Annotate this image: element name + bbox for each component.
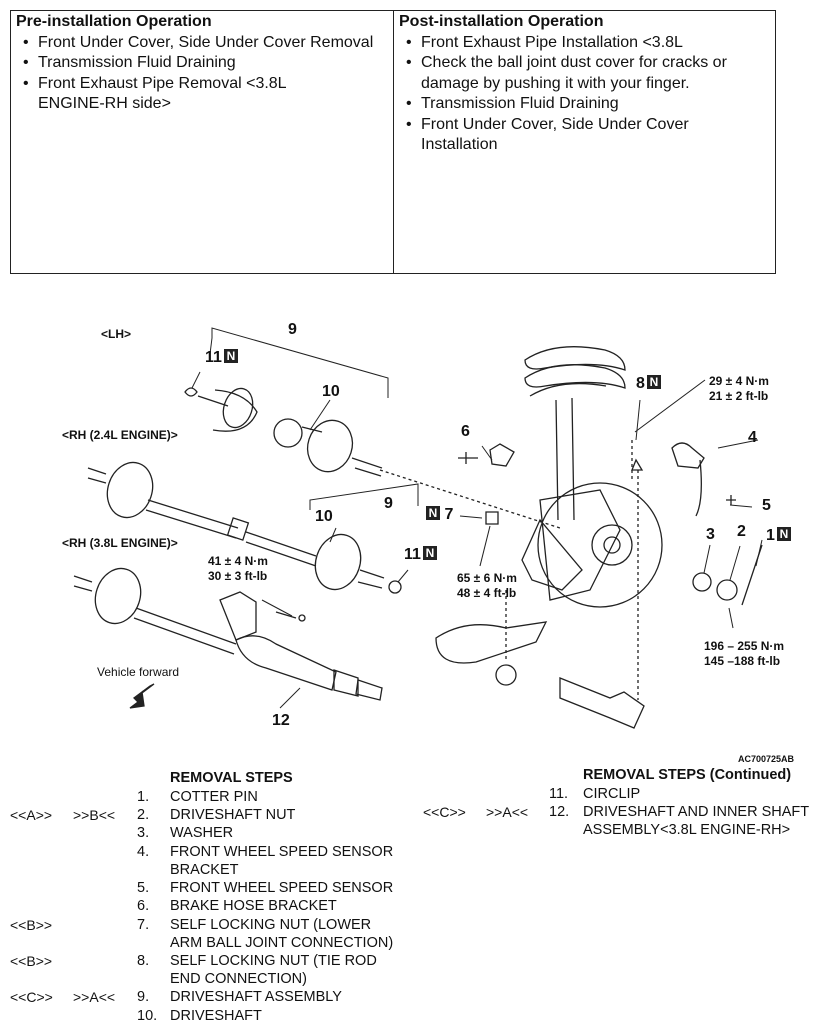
step-text: FRONT WHEEL SPEED SENSOR <box>170 880 394 896</box>
removal-steps-continued-title: REMOVAL STEPS (Continued) <box>583 767 792 783</box>
step-number: 11. <box>549 786 569 802</box>
rh24-label: <RH (2.4L ENGINE)> <box>62 428 178 442</box>
step-number: 1. <box>137 789 150 805</box>
step-text: SELF LOCKING NUT (LOWER <box>170 917 372 933</box>
callout-6: 6 <box>461 423 470 440</box>
step-text: FRONT WHEEL SPEED SENSOR <box>170 844 394 860</box>
callout-12: 12 <box>272 712 290 729</box>
step-ref: <<C>> <box>423 804 466 820</box>
n-icon: N <box>776 527 791 541</box>
step-number: 9. <box>137 989 150 1005</box>
post-installation-title: Post-installation Operation <box>399 13 604 30</box>
pre-installation-column: Pre-installation Operation Front Under C… <box>11 11 394 273</box>
step-text: END CONNECTION) <box>170 971 307 987</box>
pre-item-1: Front Under Cover, Side Under Cover Remo… <box>23 33 388 54</box>
callout-9-lh: 9 <box>288 321 297 338</box>
step-text: COTTER PIN <box>170 789 258 805</box>
exploded-diagram: <LH> <RH (2.4L ENGINE)> <RH (3.8L ENGINE… <box>0 300 829 770</box>
leader-lines <box>191 327 763 709</box>
lh-driveshaft-illustration <box>184 387 561 529</box>
operations-table: Pre-installation Operation Front Under C… <box>10 10 776 274</box>
rh24-driveshaft-illustration <box>87 461 402 594</box>
callout-5: 5 <box>762 497 771 514</box>
step-ref: >>A<< <box>73 989 116 1005</box>
step-ref: <<B>> <box>10 917 53 933</box>
post-installation-list: Front Exhaust Pipe Installation <3.8L Ch… <box>399 33 770 156</box>
step-text: BRACKET <box>170 862 239 878</box>
step-text: WASHER <box>170 825 234 841</box>
vehicle-forward-label: Vehicle forward <box>97 665 180 679</box>
step-text: DRIVESHAFT ASSEMBLY <box>170 989 342 1005</box>
step-ref: <<A>> <box>10 807 53 823</box>
step-text: ARM BALL JOINT CONNECTION) <box>170 935 394 951</box>
step-ref: >>B<< <box>73 807 116 823</box>
callout-7: N 7 <box>424 506 453 524</box>
n-icon: N <box>646 375 661 389</box>
callout-10-rh: 10 <box>315 508 333 525</box>
step-text: DRIVESHAFT <box>170 1008 262 1024</box>
rh38-label: <RH (3.8L ENGINE)> <box>62 536 178 550</box>
step-number: 12. <box>549 804 570 820</box>
removal-steps-list: 1. COTTER PIN <<A>> >>B<< 2. DRIVESHAFT … <box>0 786 829 1028</box>
rh38-driveshaft-illustration <box>73 567 383 701</box>
step-text: SELF LOCKING NUT (TIE ROD <box>170 953 377 969</box>
step-number: 10. <box>137 1008 158 1024</box>
step-text: CIRCLIP <box>583 786 641 802</box>
image-code: AC700725AB <box>738 754 795 764</box>
pre-item-3: Front Exhaust Pipe Removal <3.8L ENGINE-… <box>23 74 300 115</box>
step-text: DRIVESHAFT NUT <box>170 807 296 823</box>
step-number: 5. <box>137 880 150 896</box>
diagram-artwork <box>73 327 763 729</box>
step-text: ASSEMBLY<3.8L ENGINE-RH> <box>583 822 791 838</box>
knuckle-strut-illustration <box>521 346 663 700</box>
step-text: DRIVESHAFT AND INNER SHAFT <box>583 804 810 820</box>
callout-4: 4 <box>748 429 757 446</box>
vehicle-forward-arrow <box>129 683 155 709</box>
step-ref: >>A<< <box>486 804 529 820</box>
pre-installation-title: Pre-installation Operation <box>16 13 212 30</box>
step-number: 6. <box>137 898 150 914</box>
callout-2: 2 <box>737 523 746 540</box>
step-ref: <<C>> <box>10 989 53 1005</box>
step-text: BRAKE HOSE BRACKET <box>170 898 337 914</box>
lh-label: <LH> <box>101 327 132 341</box>
removal-steps-title: REMOVAL STEPS <box>170 770 293 786</box>
post-item-2: Check the ball joint dust cover for crac… <box>406 53 751 94</box>
callout-10-lh: 10 <box>322 383 340 400</box>
callout-3: 3 <box>706 526 715 543</box>
callout-9-rh: 9 <box>384 495 393 512</box>
post-installation-column: Post-installation Operation Front Exhaus… <box>394 11 775 273</box>
step-number: 2. <box>137 807 150 823</box>
post-item-3: Transmission Fluid Draining <box>406 94 770 115</box>
post-item-4: Front Under Cover, Side Under Cover Inst… <box>406 115 721 156</box>
n-icon: N <box>422 546 437 560</box>
n-icon: N <box>223 349 238 363</box>
pre-item-2: Transmission Fluid Draining <box>23 53 388 74</box>
step-ref: <<B>> <box>10 953 53 969</box>
step-number: 8. <box>137 953 150 969</box>
step-number: 4. <box>137 844 150 860</box>
pre-installation-list: Front Under Cover, Side Under Cover Remo… <box>16 33 388 115</box>
n-icon: N <box>426 506 440 520</box>
step-number: 7. <box>137 917 150 933</box>
post-item-1: Front Exhaust Pipe Installation <3.8L <box>406 33 770 54</box>
step-number: 3. <box>137 825 150 841</box>
